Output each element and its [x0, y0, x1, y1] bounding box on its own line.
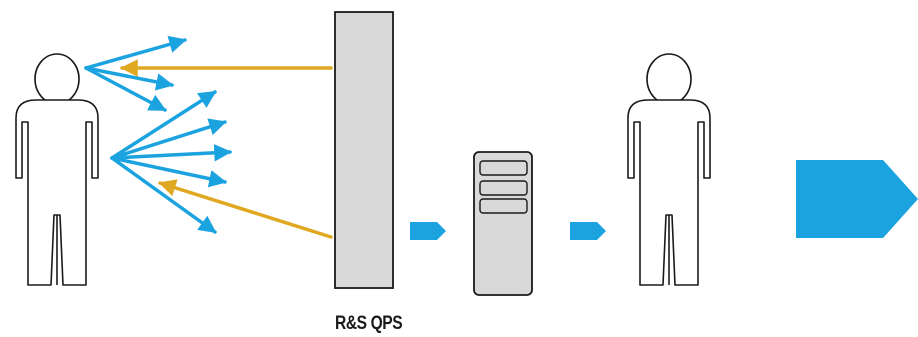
signal-ray	[110, 156, 227, 188]
reflected-signals	[120, 59, 333, 239]
flow-arrow-icon	[410, 222, 446, 240]
chevron-arrow-icon	[796, 160, 918, 238]
server-drive	[479, 198, 528, 214]
signal-ray	[110, 90, 217, 160]
server-icon	[473, 151, 533, 296]
scanned-person-icon	[15, 53, 99, 286]
flow-arrow-icon	[570, 222, 606, 240]
signal-ray	[110, 118, 227, 160]
signal-ray	[84, 35, 187, 70]
operator-person-icon	[627, 53, 711, 286]
server-drive	[479, 180, 528, 196]
reflection-ray	[158, 179, 333, 239]
scanner-label: R&S QPS	[335, 313, 403, 334]
server-drive	[479, 160, 528, 176]
signal-ray	[84, 66, 167, 112]
signal-ray	[110, 144, 232, 162]
scanner-panel	[334, 11, 394, 289]
